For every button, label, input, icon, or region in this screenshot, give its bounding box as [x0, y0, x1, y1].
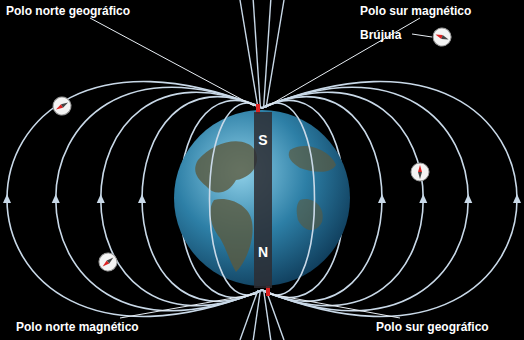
field-arrow: [513, 194, 521, 203]
compass: [95, 249, 120, 274]
pole-letter: S: [254, 132, 272, 148]
field-line: [240, 290, 258, 340]
compass: [430, 25, 453, 48]
field-arrow: [3, 194, 11, 203]
field-arrow: [97, 194, 105, 203]
compass: [411, 163, 429, 181]
field-line: [264, 0, 271, 108]
compass: [50, 94, 75, 119]
field-line: [266, 0, 284, 108]
field-line: [264, 290, 271, 340]
field-arrow: [52, 194, 60, 203]
field-line: [253, 0, 260, 108]
field-arrow: [378, 194, 386, 203]
callout-label: Polo sur geográfico: [376, 320, 489, 334]
bar-magnet: SN: [254, 112, 272, 288]
field-line: [266, 290, 284, 340]
pole-letter: N: [254, 244, 272, 260]
callout-label: Polo sur magnético: [360, 4, 471, 18]
callout-label: Polo norte geográfico: [6, 4, 130, 18]
field-line: [253, 290, 260, 340]
callout-label: Brújula: [360, 28, 401, 42]
field-arrow: [138, 194, 146, 203]
field-arrow: [419, 194, 427, 203]
field-arrow: [464, 194, 472, 203]
callout-label: Polo norte magnético: [16, 320, 139, 334]
field-line: [240, 0, 258, 108]
